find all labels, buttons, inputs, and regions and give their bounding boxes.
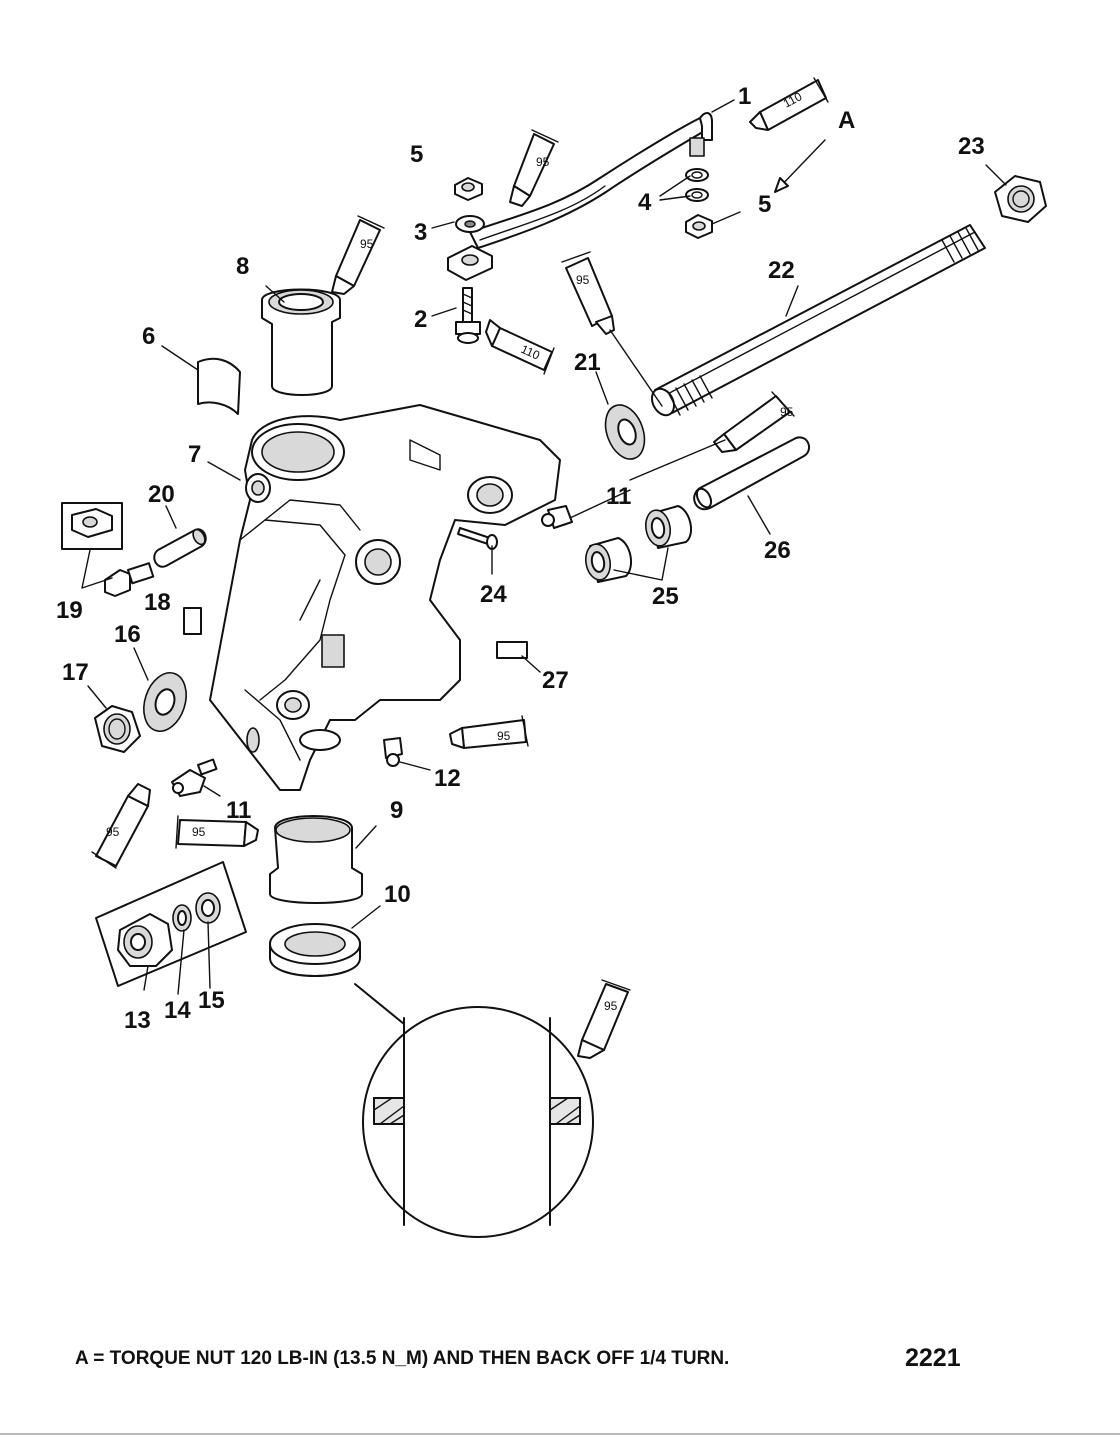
- grease-fitting-11-left: [171, 758, 218, 797]
- callout-4: 4: [638, 189, 652, 216]
- sealant-tube-95-fitting11: 95: [91, 783, 151, 869]
- nut-5-right: [685, 214, 713, 239]
- bottom-divider: [0, 1433, 1120, 1435]
- callout-16: 16: [114, 621, 141, 648]
- sealant-tube-110-top: 110: [749, 77, 829, 131]
- callout-1: 1: [738, 83, 751, 110]
- washer-3: [455, 215, 485, 233]
- callout-12: 12: [434, 765, 461, 792]
- washer-21: [604, 404, 646, 460]
- callout-18: 18: [144, 589, 171, 616]
- callout-labels: 1 2 3 4 5 5 6 7 8 9 10 11 11 12 13 14 15…: [56, 83, 985, 1034]
- callout-27: 27: [542, 667, 569, 694]
- sealant-label-95-detail: 95: [604, 999, 618, 1013]
- seal-detail-view: [354, 983, 594, 1238]
- callout-14: 14: [164, 997, 191, 1024]
- callout-13: 13: [124, 1007, 151, 1034]
- callout-11-right: 11: [606, 483, 631, 510]
- callout-21: 21: [574, 349, 601, 376]
- callout-20: 20: [148, 481, 175, 508]
- callout-3: 3: [414, 219, 427, 246]
- sealant-label-95-pin: 95: [780, 405, 794, 419]
- sealant-tube-110-bolt: 110: [485, 319, 555, 375]
- sealant-label-95-link: 95: [536, 155, 550, 169]
- sealant-label-95-bushing9: 95: [192, 825, 206, 839]
- figure-number: 2221: [905, 1344, 961, 1372]
- callout-15: 15: [198, 987, 225, 1014]
- nut-5-top: [454, 177, 483, 201]
- callout-17: 17: [62, 659, 89, 686]
- block-27: [496, 641, 528, 659]
- bushing-8: [261, 288, 341, 396]
- sealant-label-95-fitting11: 95: [106, 825, 120, 839]
- pin-26: [693, 436, 811, 511]
- callout-25: 25: [652, 583, 679, 610]
- sealant-tube-95-detail: 95: [577, 979, 631, 1059]
- bushing-9: [269, 815, 363, 904]
- callout-6: 6: [142, 323, 155, 350]
- seal-10: [269, 923, 361, 977]
- steering-link-rod: [469, 112, 713, 249]
- callout-9: 9: [390, 797, 403, 824]
- leader-lines: [81, 99, 1007, 995]
- sealant-tube-95-tube: 95: [561, 251, 615, 335]
- grease-fitting-11-right: [541, 505, 573, 529]
- callout-2: 2: [414, 306, 427, 333]
- spacer-20: [153, 528, 207, 568]
- grease-fitting-12: [383, 737, 403, 767]
- fitting-19: [104, 562, 155, 597]
- callout-24: 24: [480, 581, 507, 608]
- sealant-label-95-fitting12: 95: [497, 729, 511, 743]
- fitting-19-box: [61, 502, 123, 550]
- swivel-bracket-7: [209, 404, 561, 791]
- link-end-block: [447, 245, 493, 281]
- sealant-tube-95-link: 95: [509, 129, 559, 207]
- pin-24: [457, 527, 498, 550]
- callout-10: 10: [384, 881, 411, 908]
- callout-5-top: 5: [410, 141, 423, 168]
- sealant-tube-95-fitting12: 95: [449, 715, 529, 749]
- block-18: [183, 607, 202, 635]
- pad-6: [197, 357, 241, 415]
- callout-11-left: 11: [226, 797, 251, 824]
- sealant-label-95-bushing: 95: [360, 237, 374, 251]
- callout-8: 8: [236, 253, 249, 280]
- hex-nut-23: [994, 175, 1047, 223]
- callout-23: 23: [958, 133, 985, 160]
- callout-7: 7: [188, 441, 201, 468]
- washer-16: [143, 672, 187, 732]
- nut-17: [94, 705, 141, 753]
- sealant-tube-95-pin: 95: [713, 391, 795, 453]
- sealant-label-95-tube: 95: [576, 273, 590, 287]
- bushings-25: [584, 505, 693, 583]
- sealant-tube-95-bushing: 95: [331, 215, 385, 295]
- callout-19: 19: [56, 597, 83, 624]
- callout-A: A: [838, 107, 855, 134]
- callout-5-right: 5: [758, 191, 771, 218]
- sealant-tube-95-bushing9: 95: [175, 815, 259, 849]
- callout-22: 22: [768, 257, 795, 284]
- washers-4: [685, 168, 709, 202]
- fitting-detail-box: [95, 861, 247, 987]
- callout-26: 26: [764, 537, 791, 564]
- torque-note: A = TORQUE NUT 120 LB-IN (13.5 N_M) AND …: [75, 1348, 730, 1369]
- tilt-tube-22: [650, 224, 986, 417]
- bolt-2: [455, 287, 481, 344]
